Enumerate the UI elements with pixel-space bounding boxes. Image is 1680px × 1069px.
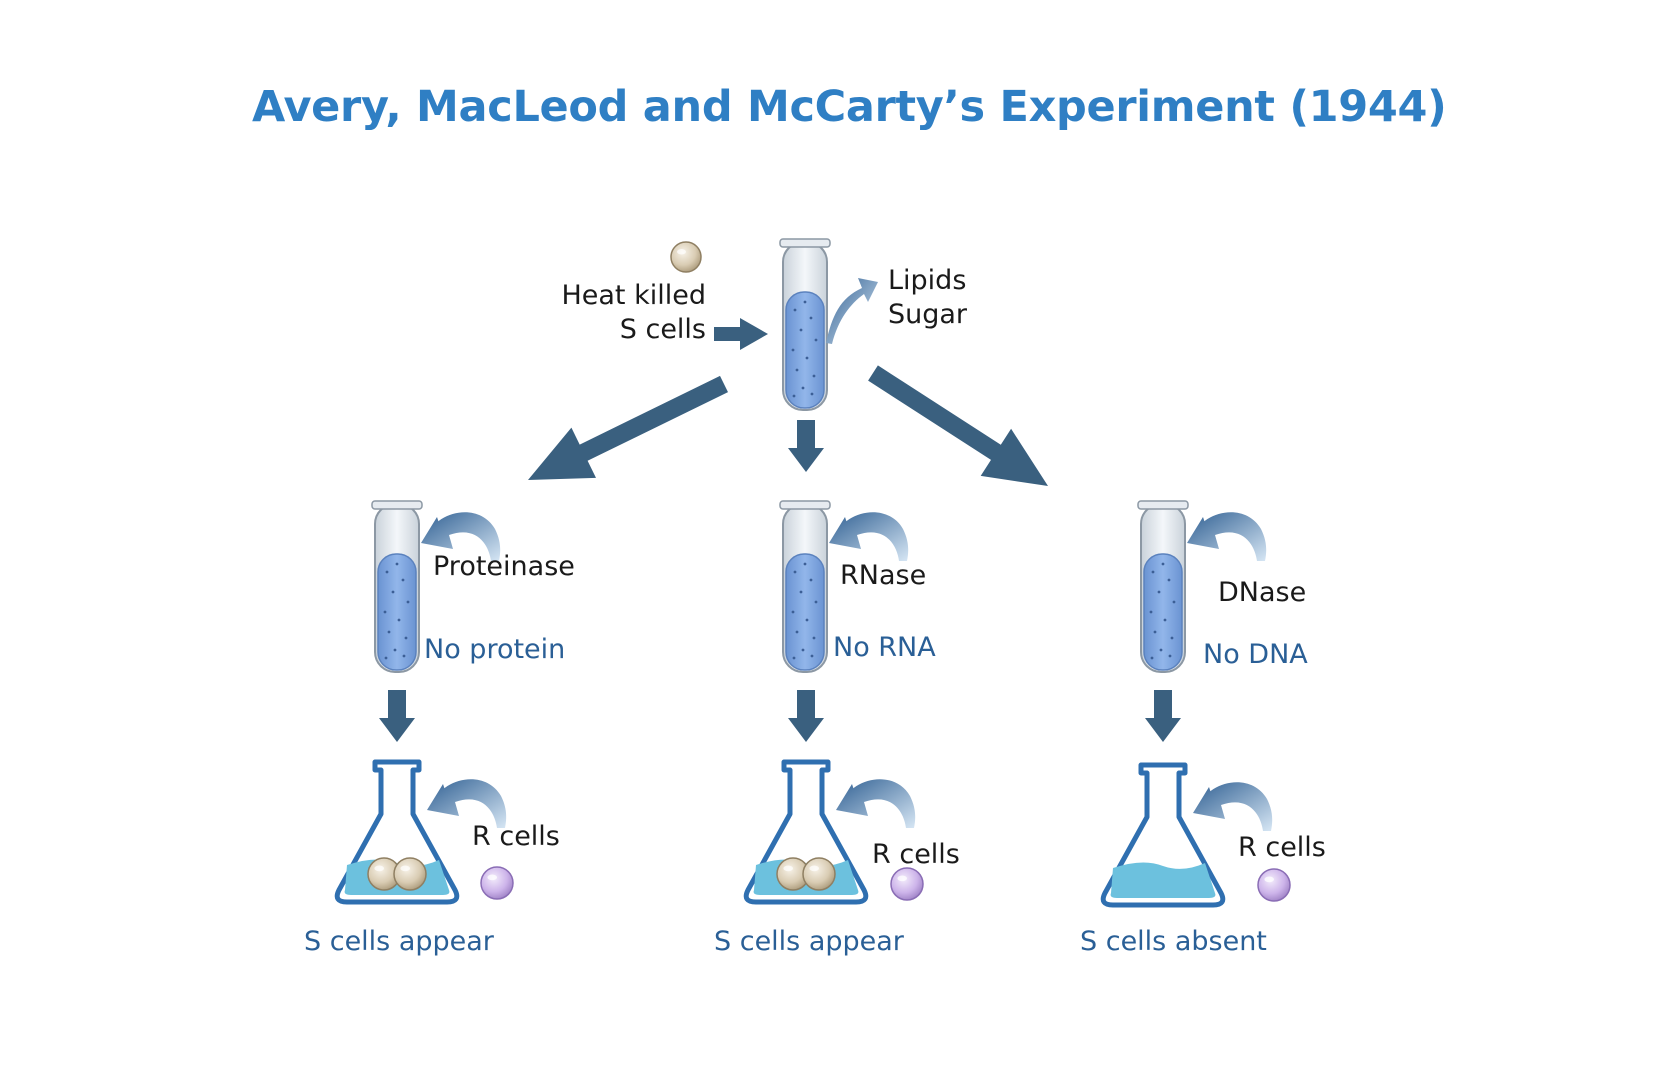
- enzyme-label-dnase: DNase: [1218, 577, 1307, 608]
- test-tube-3: [1137, 500, 1189, 673]
- test-tube-top: [779, 238, 831, 411]
- heat-killed-line1: Heat killed: [561, 280, 706, 311]
- enzyme-label-proteinase: Proteinase: [433, 551, 575, 582]
- down-arrow-1: [379, 690, 415, 742]
- flask-s-cell-1a-highlight: [374, 865, 385, 872]
- r-cell-bead-2: [890, 867, 924, 901]
- r-cell-bead-2-highlight: [897, 875, 907, 882]
- removed-label-dna: No DNA: [1203, 639, 1308, 670]
- r-cell-bead-3: [1257, 868, 1291, 902]
- lipids-sugar-removal-arrow: [826, 278, 878, 344]
- heat-killed-line2: S cells: [619, 314, 706, 345]
- branch-arrow-right: [868, 365, 1048, 486]
- test-tube-1: [371, 500, 423, 673]
- outcome-label-3: S cells absent: [1080, 926, 1267, 957]
- enzyme-label-rnase: RNase: [840, 560, 927, 591]
- input-arrow-shaft: [714, 327, 742, 341]
- s-cell-bead-top: [670, 241, 702, 273]
- r-cell-addition-arrow-2: [836, 779, 916, 828]
- s-cell-bead-top-highlight: [677, 249, 686, 255]
- flask-s-cell-2a-highlight: [783, 865, 793, 872]
- down-arrow-2: [788, 690, 824, 742]
- outcome-label-2: S cells appear: [714, 926, 904, 957]
- branch-arrow-left: [528, 375, 728, 480]
- lipids-sugar-label: Lipids Sugar: [888, 264, 967, 332]
- down-arrow-3: [1145, 690, 1181, 742]
- enzyme-addition-arrow-3: [1187, 512, 1267, 561]
- r-cell-bead-1: [480, 866, 514, 900]
- flask-s-cell-2b: [802, 857, 836, 891]
- lipids-label: Lipids: [888, 265, 967, 296]
- r-cell-bead-1-highlight: [487, 874, 498, 881]
- test-tube-2: [779, 500, 831, 673]
- flask-s-cell-1b-highlight: [400, 865, 411, 872]
- r-cell-bead-3-highlight: [1264, 876, 1274, 883]
- flask-s-cell-2b-highlight: [809, 865, 819, 872]
- removed-label-rna: No RNA: [833, 632, 936, 663]
- removed-label-protein: No protein: [424, 634, 566, 665]
- sugar-label: Sugar: [888, 299, 968, 330]
- flask-liquid-3: [1110, 862, 1216, 898]
- enzyme-addition-arrow-2: [829, 512, 909, 561]
- input-arrow-head: [740, 318, 768, 350]
- outcome-label-1: S cells appear: [304, 926, 494, 957]
- page-title: Avery, MacLeod and McCarty’s Experiment …: [252, 82, 1447, 132]
- r-cells-label-2: R cells: [872, 839, 960, 870]
- r-cell-addition-arrow-3: [1193, 782, 1273, 831]
- r-cells-label-1: R cells: [472, 821, 560, 852]
- branch-arrow-center: [788, 420, 824, 472]
- flask-s-cell-1b: [393, 857, 427, 891]
- r-cells-label-3: R cells: [1238, 832, 1326, 863]
- heat-killed-label: Heat killed S cells: [546, 279, 706, 347]
